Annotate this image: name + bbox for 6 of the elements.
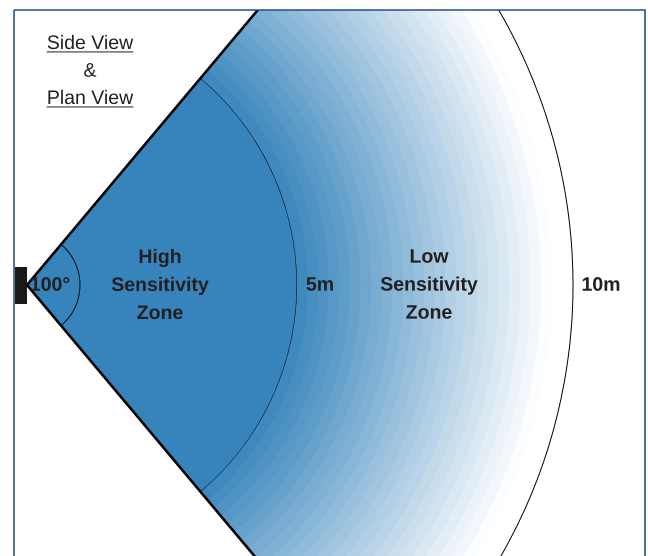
node-label: Low Sensitivity Zone [380, 249, 478, 319]
range-label: 5m [306, 277, 333, 291]
range-label: 10m [582, 277, 620, 291]
view-title: Side View [46, 34, 134, 52]
angle-label: 100° [31, 277, 70, 291]
view-title: Plan View [46, 90, 134, 108]
